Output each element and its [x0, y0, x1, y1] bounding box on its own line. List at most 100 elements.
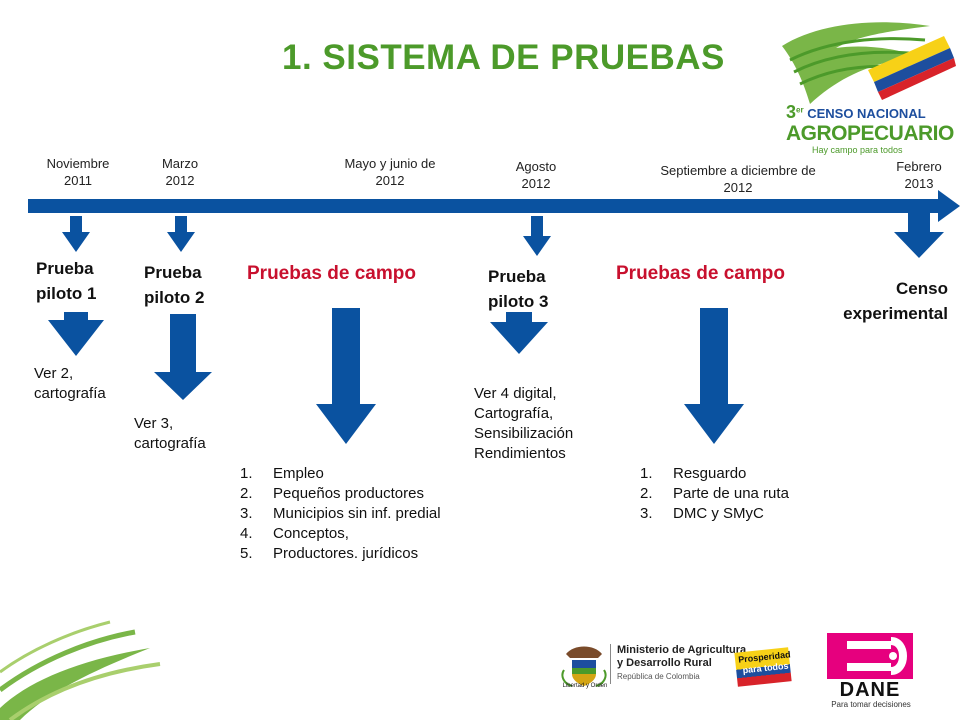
censo-logo-text: CENSO NACIONAL — [807, 106, 926, 121]
list-text: Productores. jurídicos — [273, 545, 419, 562]
decorative-swoosh-bottom-left — [0, 620, 161, 720]
ministerio-logo: Ministerio de Agricultura y Desarrollo R… — [617, 644, 746, 683]
arrow-down-piloto1 — [62, 216, 90, 252]
list-item: 4. Conceptos, — [240, 524, 441, 544]
arrow-down-campo1 — [316, 308, 376, 444]
list-text: Municipios sin inf. predial — [273, 505, 441, 522]
note-line: cartografía — [34, 385, 106, 402]
note-line: Ver 3, — [134, 415, 174, 432]
note-line: Cartografía, — [474, 405, 554, 422]
date-label: Noviembre 2011 — [26, 155, 130, 189]
stage-line1: Prueba — [144, 263, 202, 282]
arrow-down-censo — [894, 210, 944, 258]
list-number: 5. — [240, 545, 253, 562]
list-item: 3. DMC y SMyC — [640, 504, 789, 524]
censo-logo-tagline: Hay campo para todos — [812, 145, 903, 155]
stage-label-piloto1: Prueba piloto 1 — [36, 256, 96, 306]
date-line1: Mayo y junio de — [344, 156, 436, 171]
ministerio-line1: Ministerio de Agricultura — [617, 644, 747, 656]
list-text: Parte de una ruta — [673, 485, 789, 502]
date-line2: 2011 — [64, 173, 92, 188]
censo-logo: 3er CENSO NACIONAL AGROPECUARIO Hay camp… — [786, 102, 956, 155]
stage-label-piloto2: Prueba piloto 2 — [144, 260, 204, 310]
list-campo2: 1. Resguardo 2. Parte de una ruta 3. DMC y … — [640, 464, 789, 524]
timeline-bar — [28, 190, 960, 222]
dane-wordmark: DANE — [839, 679, 901, 701]
ministerio-divider — [610, 644, 619, 684]
note-line: Ver 4 digital, — [474, 385, 557, 402]
date-line2: 2012 — [723, 180, 753, 195]
dane-logo-box — [827, 633, 913, 679]
note-piloto3: Ver 4 digital, Cartografía, Sensibilizac… — [474, 384, 573, 464]
escudo-icon — [560, 640, 608, 694]
stage-line2: piloto 1 — [36, 284, 97, 303]
censo-logo-wordmark: AGROPECUARIO — [786, 122, 954, 145]
logo-flag-yellow — [868, 36, 950, 82]
stage-label-piloto3: Prueba piloto 3 — [488, 264, 548, 314]
arrow-down-nota-piloto1 — [48, 312, 104, 356]
stage-line1: Prueba — [488, 267, 546, 286]
date-line1: Marzo — [161, 156, 199, 171]
stage-line2: piloto 3 — [488, 292, 549, 311]
date-line1: Septiembre a diciembre de — [660, 163, 816, 178]
stage-line1: Prueba — [36, 259, 94, 278]
arrow-down-campo2 — [684, 308, 744, 444]
stage-line2: experimental — [843, 304, 948, 323]
stage-label-campo1: Pruebas de campo — [247, 263, 416, 284]
list-number: 1. — [240, 465, 253, 482]
date-line2: 2012 — [375, 173, 405, 188]
note-piloto1: Ver 2, cartografía — [34, 364, 106, 404]
list-text: Conceptos, — [273, 525, 349, 542]
date-line2: 2012 — [521, 176, 551, 191]
logo-flag-red — [878, 58, 956, 100]
arrow-down-nota-piloto3 — [490, 312, 548, 354]
list-item: 2. Parte de una ruta — [640, 484, 789, 504]
censo-logo-number: 3 — [786, 102, 797, 122]
stage-label-campo2: Pruebas de campo — [616, 263, 785, 284]
note-piloto2: Ver 3, cartografía — [134, 414, 206, 454]
arrow-down-piloto2 — [167, 216, 195, 252]
date-line1: Noviembre — [46, 156, 110, 171]
list-text: DMC y SMyC — [673, 505, 764, 522]
arrow-down-nota-piloto2 — [154, 314, 212, 400]
censo-logo-graphic — [782, 22, 956, 104]
page-title: 1. SISTEMA DE PRUEBAS — [282, 38, 725, 77]
date-line2: 2012 — [165, 173, 195, 188]
date-label: Septiembre a diciembre de 2012 — [636, 162, 840, 196]
list-number: 1. — [640, 465, 653, 482]
note-line: Rendimientos — [474, 445, 566, 462]
note-line: cartografía — [134, 435, 206, 452]
list-item: 1. Resguardo — [640, 464, 789, 484]
arrow-down-piloto3 — [523, 216, 551, 256]
date-line1: Febrero — [896, 159, 942, 174]
list-campo1: 1. Empleo 2. Pequeños productores 3.Munici… — [240, 464, 441, 564]
list-item: 1. Empleo — [240, 464, 441, 484]
ministerio-line2: y Desarrollo Rural — [617, 657, 712, 669]
censo-logo-sup: er — [796, 105, 804, 115]
list-text: Resguardo — [673, 465, 747, 482]
ministerio-line3: República de Colombia — [617, 672, 700, 681]
list-text: Empleo — [273, 465, 324, 482]
date-line2: 2013 — [904, 176, 934, 191]
list-item: 5. Productores. jurídicos — [240, 544, 441, 564]
list-number: 3. — [640, 505, 653, 522]
list-item: 3.Municipios sin inf. predial — [240, 504, 441, 524]
list-number: 4. — [240, 525, 253, 542]
escudo-motto: Libertad y Orden — [562, 683, 608, 689]
list-item: 2. Pequeños productores — [240, 484, 441, 504]
list-text: Pequeños productores — [273, 485, 424, 502]
date-label: Agosto 2012 — [486, 158, 586, 192]
date-label: Febrero 2013 — [878, 158, 960, 192]
list-number: 2. — [640, 485, 653, 502]
date-label: Marzo 2012 — [130, 155, 230, 189]
note-line: Ver 2, — [34, 365, 74, 382]
stage-line1: Censo — [896, 279, 948, 298]
logo-swoosh-green — [782, 22, 930, 104]
logo-flag-blue — [874, 48, 954, 92]
list-number: 2. — [240, 485, 253, 502]
date-line1: Agosto — [515, 159, 557, 174]
dane-tagline: Para tomar decisiones — [831, 700, 911, 709]
censo-logo-line1: 3er CENSO NACIONAL — [786, 102, 956, 123]
note-line: Sensibilización — [474, 425, 574, 442]
